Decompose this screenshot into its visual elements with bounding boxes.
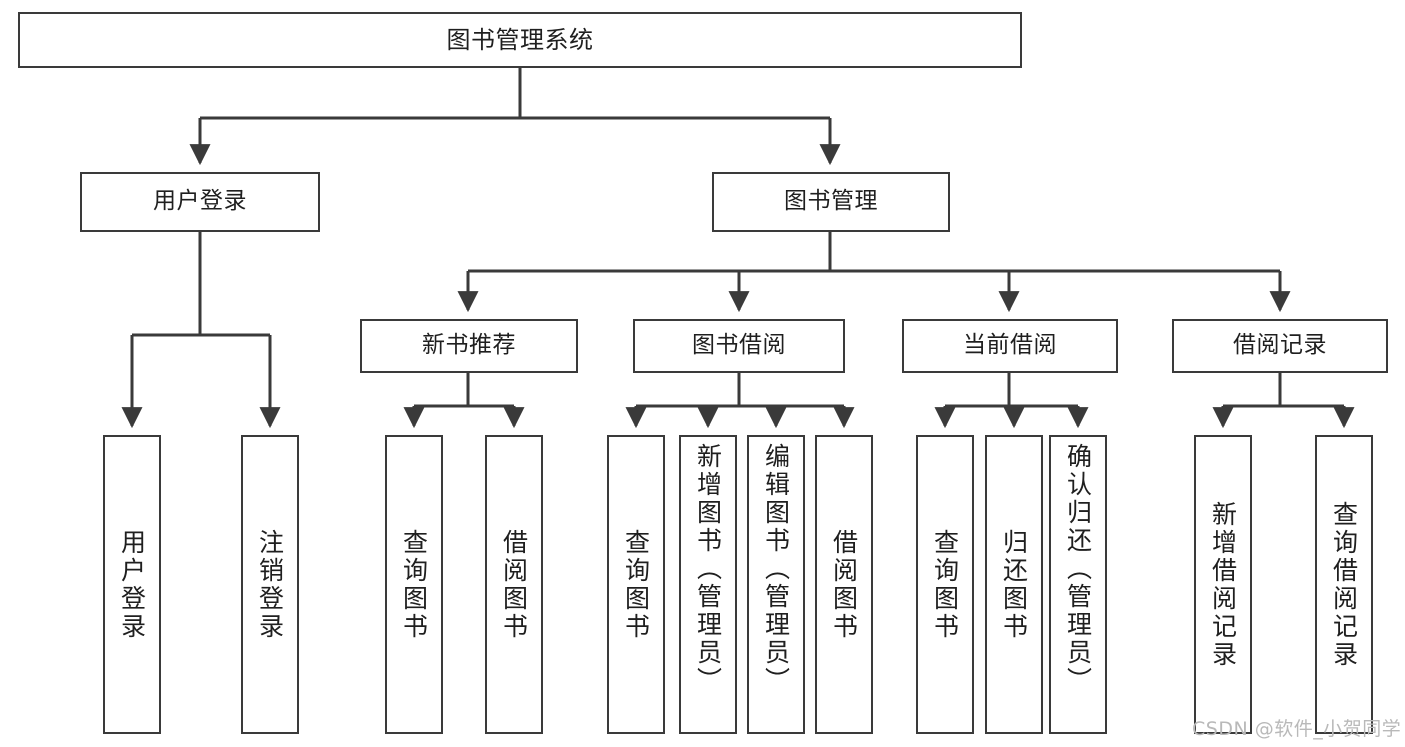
- node-leaf-user-logout[interactable]: 注销登录: [241, 435, 299, 734]
- node-leaf-borrow-book-1-label: 借阅图书: [499, 528, 529, 641]
- node-leaf-query-record[interactable]: 查询借阅记录: [1315, 435, 1373, 734]
- node-current-borrow-label: 当前借阅: [963, 332, 1057, 359]
- node-leaf-query-book-2[interactable]: 查询图书: [607, 435, 665, 734]
- node-book-manage[interactable]: 图书管理: [712, 172, 950, 232]
- node-leaf-confirm-return[interactable]: 确认归还（管理员）: [1049, 435, 1107, 734]
- node-leaf-query-book-3-label: 查询图书: [930, 528, 960, 641]
- node-leaf-edit-book[interactable]: 编辑图书（管理员）: [747, 435, 805, 734]
- node-borrow-record[interactable]: 借阅记录: [1172, 319, 1388, 373]
- node-leaf-return-book[interactable]: 归还图书: [985, 435, 1043, 734]
- node-leaf-edit-book-label: 编辑图书（管理员）: [761, 443, 791, 695]
- node-current-borrow[interactable]: 当前借阅: [902, 319, 1118, 373]
- node-leaf-add-record-label: 新增借阅记录: [1208, 500, 1238, 669]
- node-borrow-record-label: 借阅记录: [1233, 332, 1327, 359]
- node-leaf-query-book-1-label: 查询图书: [399, 528, 429, 641]
- node-new-book-rec-label: 新书推荐: [422, 332, 516, 359]
- node-leaf-add-book-label: 新增图书（管理员）: [693, 443, 723, 695]
- node-book-borrow-label: 图书借阅: [692, 332, 786, 359]
- node-leaf-user-logout-label: 注销登录: [255, 528, 285, 641]
- node-leaf-confirm-return-label: 确认归还（管理员）: [1063, 443, 1093, 695]
- node-root[interactable]: 图书管理系统: [18, 12, 1022, 68]
- node-leaf-add-book[interactable]: 新增图书（管理员）: [679, 435, 737, 734]
- node-leaf-borrow-book-2-label: 借阅图书: [829, 528, 859, 641]
- node-leaf-user-login-label: 用户登录: [117, 528, 147, 641]
- csdn-watermark: CSDN @软件_小贺同学: [1192, 718, 1402, 740]
- node-leaf-add-record[interactable]: 新增借阅记录: [1194, 435, 1252, 734]
- node-book-borrow[interactable]: 图书借阅: [633, 319, 845, 373]
- node-leaf-query-record-label: 查询借阅记录: [1329, 500, 1359, 669]
- node-book-manage-label: 图书管理: [784, 188, 878, 215]
- node-leaf-return-book-label: 归还图书: [999, 528, 1029, 641]
- node-new-book-rec[interactable]: 新书推荐: [360, 319, 578, 373]
- node-leaf-query-book-3[interactable]: 查询图书: [916, 435, 974, 734]
- node-user-login[interactable]: 用户登录: [80, 172, 320, 232]
- node-root-label: 图书管理系统: [446, 25, 594, 54]
- node-leaf-borrow-book-2[interactable]: 借阅图书: [815, 435, 873, 734]
- node-leaf-query-book-1[interactable]: 查询图书: [385, 435, 443, 734]
- node-user-login-label: 用户登录: [153, 188, 247, 215]
- node-leaf-query-book-2-label: 查询图书: [621, 528, 651, 641]
- node-leaf-user-login[interactable]: 用户登录: [103, 435, 161, 734]
- node-leaf-borrow-book-1[interactable]: 借阅图书: [485, 435, 543, 734]
